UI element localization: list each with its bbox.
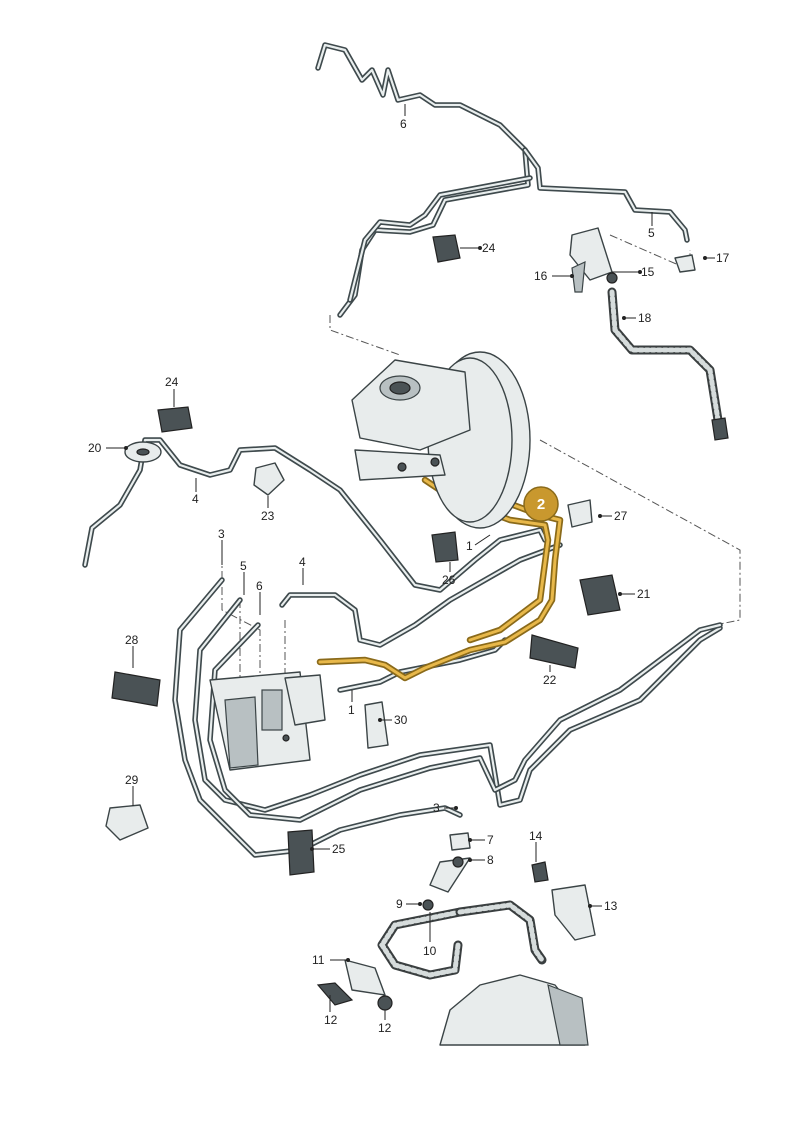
callout-13: 13	[604, 899, 618, 913]
callout-14: 14	[529, 829, 543, 843]
callout-6-abs: 6	[256, 579, 263, 593]
part-2-badge[interactable]: 2	[523, 486, 559, 522]
callout-8: 8	[487, 853, 494, 867]
callout-16: 16	[534, 269, 548, 283]
callout-4-left: 4	[192, 492, 199, 506]
callout-17: 17	[716, 251, 730, 265]
callout-labels: 6 5 24 17 15 16 18 24 20 4 23 27 1 26 3 …	[88, 117, 730, 1035]
part-2-badge-label: 2	[537, 496, 545, 513]
callout-3-upper: 3	[218, 527, 225, 541]
callout-11: 11	[312, 953, 325, 967]
callout-4-abs: 4	[299, 555, 306, 569]
brake-pipes	[82, 42, 723, 858]
callout-15: 15	[641, 265, 655, 279]
callout-1-upper: 1	[466, 539, 473, 553]
callout-3-lower: 3	[433, 801, 440, 815]
callout-24-top: 24	[482, 241, 496, 255]
callout-10: 10	[423, 944, 437, 958]
callout-25: 25	[332, 842, 346, 856]
callout-27: 27	[614, 509, 628, 523]
callout-6-top: 6	[400, 117, 407, 131]
callout-26: 26	[442, 573, 456, 587]
callout-21: 21	[637, 587, 651, 601]
callout-30: 30	[394, 713, 408, 727]
callout-12-left: 12	[324, 1013, 338, 1027]
callout-22: 22	[543, 673, 557, 687]
brake-hoses	[377, 287, 723, 980]
brake-booster	[351, 351, 531, 529]
callout-23: 23	[261, 509, 275, 523]
clips-and-brackets	[105, 227, 729, 1011]
callout-7: 7	[487, 833, 494, 847]
callout-5-top: 5	[648, 226, 655, 240]
callout-1-lower: 1	[348, 703, 355, 717]
abs-unit	[209, 671, 326, 771]
leader-lines	[106, 104, 715, 1020]
callout-5-abs: 5	[240, 559, 247, 573]
callout-20: 20	[88, 441, 102, 455]
callout-24-left: 24	[165, 375, 179, 389]
brake-disc	[439, 974, 589, 1046]
callout-28: 28	[125, 633, 139, 647]
callout-18: 18	[638, 311, 652, 325]
callout-29: 29	[125, 773, 139, 787]
leader-dots	[124, 246, 707, 962]
callout-12-right: 12	[378, 1021, 392, 1035]
callout-9: 9	[396, 897, 403, 911]
